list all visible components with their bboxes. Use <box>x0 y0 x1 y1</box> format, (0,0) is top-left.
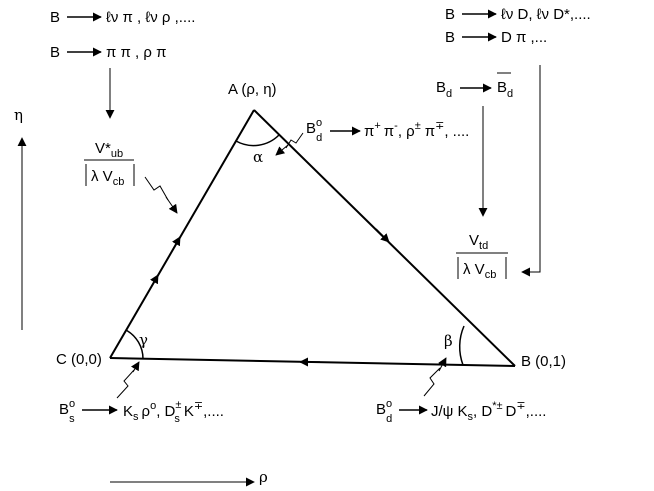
tl-line1-modes: ℓν π , ℓν ρ ,.... <box>106 9 195 26</box>
tr-line2-b: B <box>445 29 455 46</box>
tr-line2-modes: D π ,... <box>501 29 547 46</box>
side-arrow-ca-lower <box>149 274 159 290</box>
bd-label: Bd <box>436 79 452 100</box>
side-arrow-ab <box>375 228 390 243</box>
beta-pointer-arrow <box>438 357 447 372</box>
alpha-wavy-pointer <box>285 132 304 149</box>
alpha-label: α <box>253 148 263 166</box>
tl-line2-b: B <box>50 44 60 61</box>
rho-axis-label: ρ <box>259 468 268 486</box>
tr-line1-b: B <box>445 6 455 23</box>
alpha-pointer-arrow <box>275 144 289 156</box>
tr-line1-modes: ℓν D, ℓν D*,.... <box>501 6 591 23</box>
gamma-label: γ <box>139 331 148 349</box>
vertex-b-label: B (0,1) <box>521 353 566 370</box>
vertex-a-label: A (ρ, η) <box>228 81 277 98</box>
vtd-denominator: λ Vcb <box>463 261 496 281</box>
side-arrow-ca-upper <box>171 236 181 252</box>
vub-wavy-pointer <box>144 176 169 201</box>
vtd-numerator: Vtd <box>469 232 488 252</box>
alpha-decay-modes: π+π-, ρ±π∓, .... <box>364 120 469 140</box>
tl-line2-modes: π π , ρ π <box>106 44 166 61</box>
bd-bar-label: Bd <box>497 79 513 100</box>
eta-axis-label: η <box>14 106 23 124</box>
vub-denominator: λ Vcb <box>91 168 124 188</box>
beta-label: β <box>444 332 453 350</box>
beta-arc <box>458 325 465 366</box>
beta-wavy-pointer <box>423 367 441 397</box>
gamma-arc <box>125 329 144 360</box>
tl-line1-b: B <box>50 9 60 26</box>
alpha-arc <box>235 134 280 147</box>
gamma-wavy-pointer <box>116 369 135 399</box>
vub-numerator: V*ub <box>95 140 123 160</box>
vertex-c-label: C (0,0) <box>56 351 102 368</box>
vub-pointer-arrow <box>165 196 178 214</box>
gamma-pointer-arrow <box>130 361 140 373</box>
tr-bracket-line <box>528 65 541 273</box>
beta-decay-modes: J/ψ Ks, D*±D∓,.... <box>431 400 546 423</box>
side-c-a <box>109 109 255 359</box>
